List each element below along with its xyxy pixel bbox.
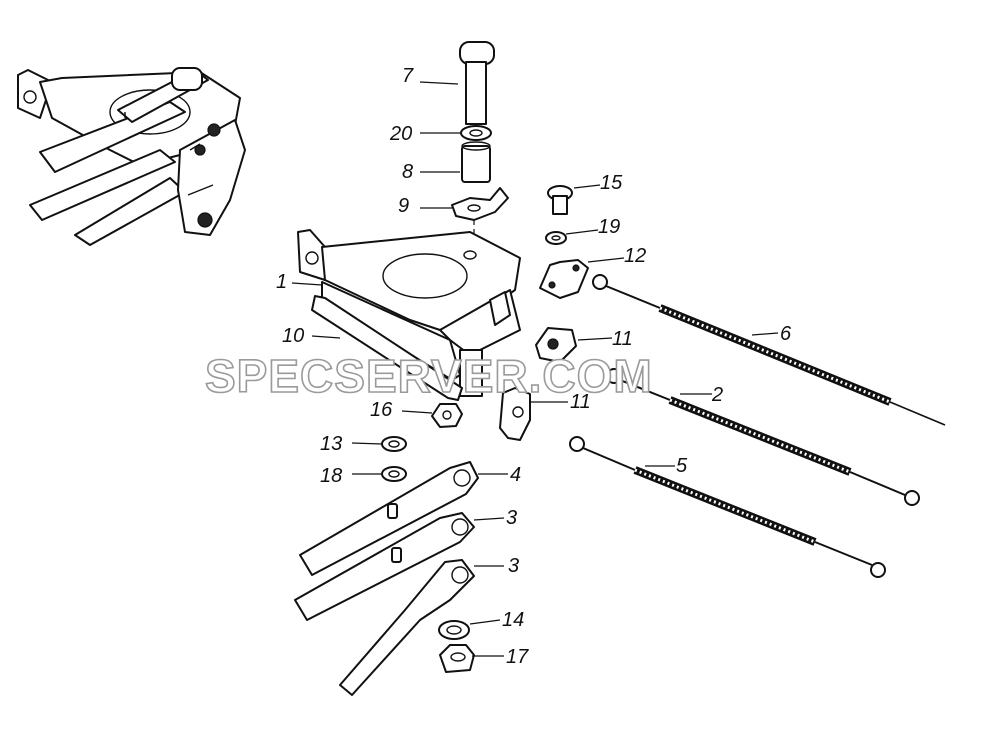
watermark-text: SPECSERVER.COM: [205, 350, 653, 402]
leader-lines: [291, 81, 779, 657]
callout-9: 9: [398, 195, 409, 217]
callout-8: 8: [402, 161, 413, 183]
part-11-clip-lower: [499, 387, 531, 441]
part-18-washer: [381, 466, 407, 482]
part-19-washer: [545, 231, 567, 245]
callout-10: 10: [282, 325, 304, 347]
part-13-nut: [381, 436, 407, 452]
callout-11-upper: 11: [612, 328, 633, 350]
part-7-pin: [459, 41, 495, 125]
part-8-bushing: [461, 141, 491, 183]
callout-2: 2: [711, 384, 723, 406]
callout-11-lower: 11: [570, 391, 591, 413]
part-3-lever-lower: [339, 559, 475, 696]
callout-14: 14: [502, 609, 524, 631]
part-1-bracket: [297, 229, 521, 397]
callout-4: 4: [510, 464, 521, 486]
part-12-clip: [539, 259, 589, 299]
callout-16: 16: [370, 399, 393, 421]
part-11-clip-upper: [535, 327, 577, 363]
part-6-spring: [592, 274, 946, 426]
callout-17: 17: [506, 646, 529, 668]
part-16-nut: [431, 403, 463, 428]
callout-labels: 7 20 8 9 15 19 12 1 10 6 11 11 2 16 13 1…: [276, 65, 792, 668]
callout-6: 6: [780, 323, 792, 345]
part-15-screw: [547, 185, 573, 215]
assembled-view: [17, 67, 246, 246]
callout-3-upper: 3: [506, 507, 517, 529]
part-2-spring: [606, 368, 920, 506]
callout-3-lower: 3: [508, 555, 519, 577]
callout-19: 19: [598, 216, 620, 238]
callout-15: 15: [600, 172, 623, 194]
part-17-nut: [439, 644, 475, 673]
callout-12: 12: [624, 245, 646, 267]
callout-7: 7: [402, 65, 414, 87]
callout-13: 13: [320, 433, 342, 455]
callout-20: 20: [389, 123, 412, 145]
callout-1: 1: [276, 271, 287, 293]
part-3-lever-upper: [294, 512, 475, 621]
part-4-lever: [299, 461, 479, 576]
part-20-washer: [460, 125, 492, 141]
part-14-washer: [438, 620, 470, 640]
callout-18: 18: [320, 465, 342, 487]
part-5-spring: [569, 436, 886, 578]
callout-5: 5: [676, 455, 688, 477]
part-10-strip: [311, 295, 463, 401]
